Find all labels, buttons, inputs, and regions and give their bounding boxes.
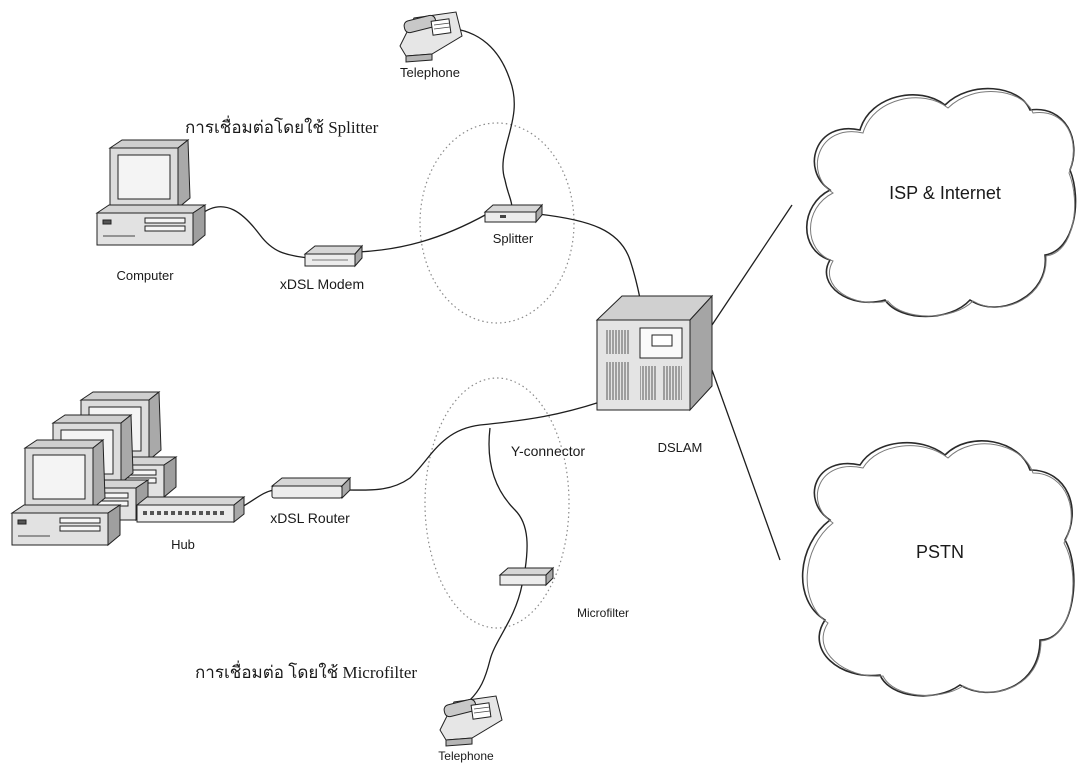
pstn-label: PSTN <box>916 542 964 562</box>
microfilter-icon <box>498 566 555 587</box>
cable-hub-router <box>239 489 275 509</box>
telephone-icon <box>399 11 463 63</box>
splitter-front <box>484 211 537 223</box>
internet-label: ISP & Internet <box>889 183 1001 203</box>
splitter-led <box>500 215 506 218</box>
dslam-vent <box>662 366 682 400</box>
splitter-section-title: การเชื่อมต่อโดยใช้ Splitter <box>185 115 379 137</box>
microfilter-group-ellipse <box>424 377 570 629</box>
microfilter-side <box>545 566 554 587</box>
computer-icon <box>96 139 206 246</box>
splitter-group-ellipse <box>419 122 575 324</box>
modem-top <box>303 245 364 255</box>
hub-top <box>135 496 246 506</box>
microfilter-front <box>499 574 547 586</box>
router-icon <box>270 476 352 500</box>
cable-dslam-router <box>345 401 601 491</box>
dslam-vent <box>640 366 656 400</box>
splitter-side <box>535 203 543 224</box>
dslam-vent <box>606 330 630 354</box>
dslam-icon <box>595 294 714 412</box>
dslam-side <box>689 294 713 412</box>
microfilter-top <box>498 567 555 576</box>
hub-side <box>233 495 245 524</box>
internet-cloud: ISP & Internet <box>806 87 1077 318</box>
modem-icon <box>303 244 364 268</box>
computer-label: Computer <box>116 268 174 283</box>
cable-computer-modem <box>199 206 308 259</box>
hub-ports <box>143 511 224 515</box>
microfilter-label: Microfilter <box>577 606 629 620</box>
cable-microfilter-telephone <box>469 584 523 701</box>
cloud-shadow <box>810 91 1076 317</box>
cable-modem-splitter <box>357 213 488 253</box>
computer-icon <box>11 439 121 546</box>
microfilter-section-title: การเชื่อมต่อ โดยใช้ Microfilter <box>195 660 417 682</box>
telephone-bottom-label: Telephone <box>438 749 494 763</box>
dslam-to-pstn-link <box>711 369 781 561</box>
dslam-display <box>651 334 673 347</box>
cable-telephone-splitter <box>446 27 515 209</box>
hub-label: Hub <box>171 537 195 552</box>
dslam-to-internet-link <box>711 204 793 326</box>
router-front <box>271 485 343 499</box>
splitter-icon <box>483 203 544 224</box>
dslam-vent <box>606 362 630 400</box>
splitter-top <box>483 204 544 213</box>
modem-side <box>354 244 363 268</box>
modem-label: xDSL Modem <box>280 276 364 292</box>
router-label: xDSL Router <box>270 510 350 526</box>
splitter-label: Splitter <box>493 231 534 246</box>
y-connector-label: Y-connector <box>511 443 586 459</box>
pstn-cloud: PSTN <box>801 440 1075 697</box>
cable-y-connector-microfilter <box>488 427 528 571</box>
dslam-label: DSLAM <box>658 440 703 455</box>
router-side <box>341 476 351 500</box>
telephone-icon <box>439 695 503 747</box>
cloud-shadow <box>806 443 1074 696</box>
cloud-outline <box>801 440 1075 697</box>
hub-icon <box>135 495 246 524</box>
telephone-top-label: Telephone <box>400 65 460 80</box>
router-top <box>270 477 352 487</box>
